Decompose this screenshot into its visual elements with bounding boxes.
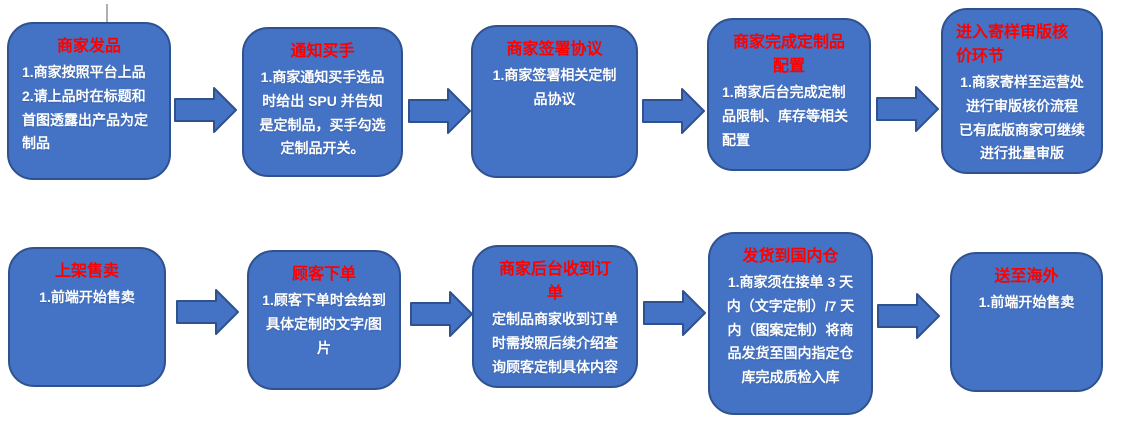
step-body: 1.商家通知买手选品时给出 SPU 并告知是定制品，买手勾选定制品开关。 — [259, 69, 386, 157]
step-body: 1.前端开始售卖 — [978, 294, 1075, 310]
step-body: 定制品商家收到订单时需按照后续介绍查询顾客定制具体内容 — [492, 311, 618, 375]
step-box-sign-agreement: 商家签署协议 1.商家签署相关定制品协议 — [471, 25, 638, 178]
step-box-sample-review: 进入寄样审版核 价环节 1.商家寄样至运营处进行审版核价流程 已有底版商家可继续… — [941, 8, 1103, 174]
flow-arrow-right-icon — [408, 88, 471, 134]
flow-arrow-right-icon — [176, 289, 239, 335]
step-box-receive-order: 商家后台收到订 单 定制品商家收到订单时需按照后续介绍查询顾客定制具体内容 — [472, 245, 638, 388]
flow-arrow-right-icon — [174, 87, 237, 133]
step-title: 商家签署协议 — [506, 41, 603, 58]
step-title: 送至海外 — [994, 268, 1059, 285]
step-title: 上架售卖 — [54, 263, 119, 280]
step-body: 1.顾客下单时会给到具体定制的文字/图片 — [262, 292, 386, 356]
step-title: 发货到国内仓 — [742, 248, 839, 265]
step-box-publish-product: 商家发品 1.商家按照平台上品 2.请上品时在标题和首图透露出产品为定制品 — [7, 22, 171, 180]
step-title: 商家后台收到订 单 — [498, 261, 611, 302]
connector-line — [106, 4, 108, 23]
step-body: 1.商家寄样至运营处进行审版核价流程 已有底版商家可继续进行批量审版 — [959, 74, 1085, 162]
step-title: 顾客下单 — [291, 266, 356, 283]
step-body: 1.商家后台完成定制品限制、库存等相关配置 — [722, 84, 848, 148]
step-title: 进入寄样审版核 价环节 — [956, 24, 1069, 65]
step-title: 商家完成定制品 配置 — [732, 34, 845, 75]
step-body: 1.商家须在接单 3 天内（文字定制）/7 天内（图案定制）将商品发货至国内指定… — [726, 274, 855, 386]
step-box-customer-order: 顾客下单 1.顾客下单时会给到具体定制的文字/图片 — [247, 250, 401, 390]
step-box-notify-buyer: 通知买手 1.商家通知买手选品时给出 SPU 并告知是定制品，买手勾选定制品开关… — [242, 27, 403, 177]
flow-arrow-right-icon — [876, 86, 939, 132]
step-body: 1.前端开始售卖 — [39, 289, 135, 305]
step-body: 1.商家签署相关定制品协议 — [492, 67, 617, 107]
step-box-complete-config: 商家完成定制品 配置 1.商家后台完成定制品限制、库存等相关配置 — [707, 18, 871, 171]
step-title: 商家发品 — [56, 38, 121, 55]
flow-arrow-right-icon — [410, 291, 473, 337]
flow-arrow-right-icon — [642, 88, 705, 134]
step-box-on-sale: 上架售卖 1.前端开始售卖 — [8, 247, 166, 387]
step-box-ship-domestic-warehouse: 发货到国内仓 1.商家须在接单 3 天内（文字定制）/7 天内（图案定制）将商品… — [708, 232, 873, 415]
step-box-ship-overseas: 送至海外 1.前端开始售卖 — [950, 252, 1103, 392]
flow-arrow-right-icon — [643, 290, 706, 336]
step-body: 1.商家按照平台上品 2.请上品时在标题和首图透露出产品为定制品 — [22, 64, 148, 152]
flow-arrow-right-icon — [877, 293, 940, 339]
step-title: 通知买手 — [290, 43, 355, 60]
